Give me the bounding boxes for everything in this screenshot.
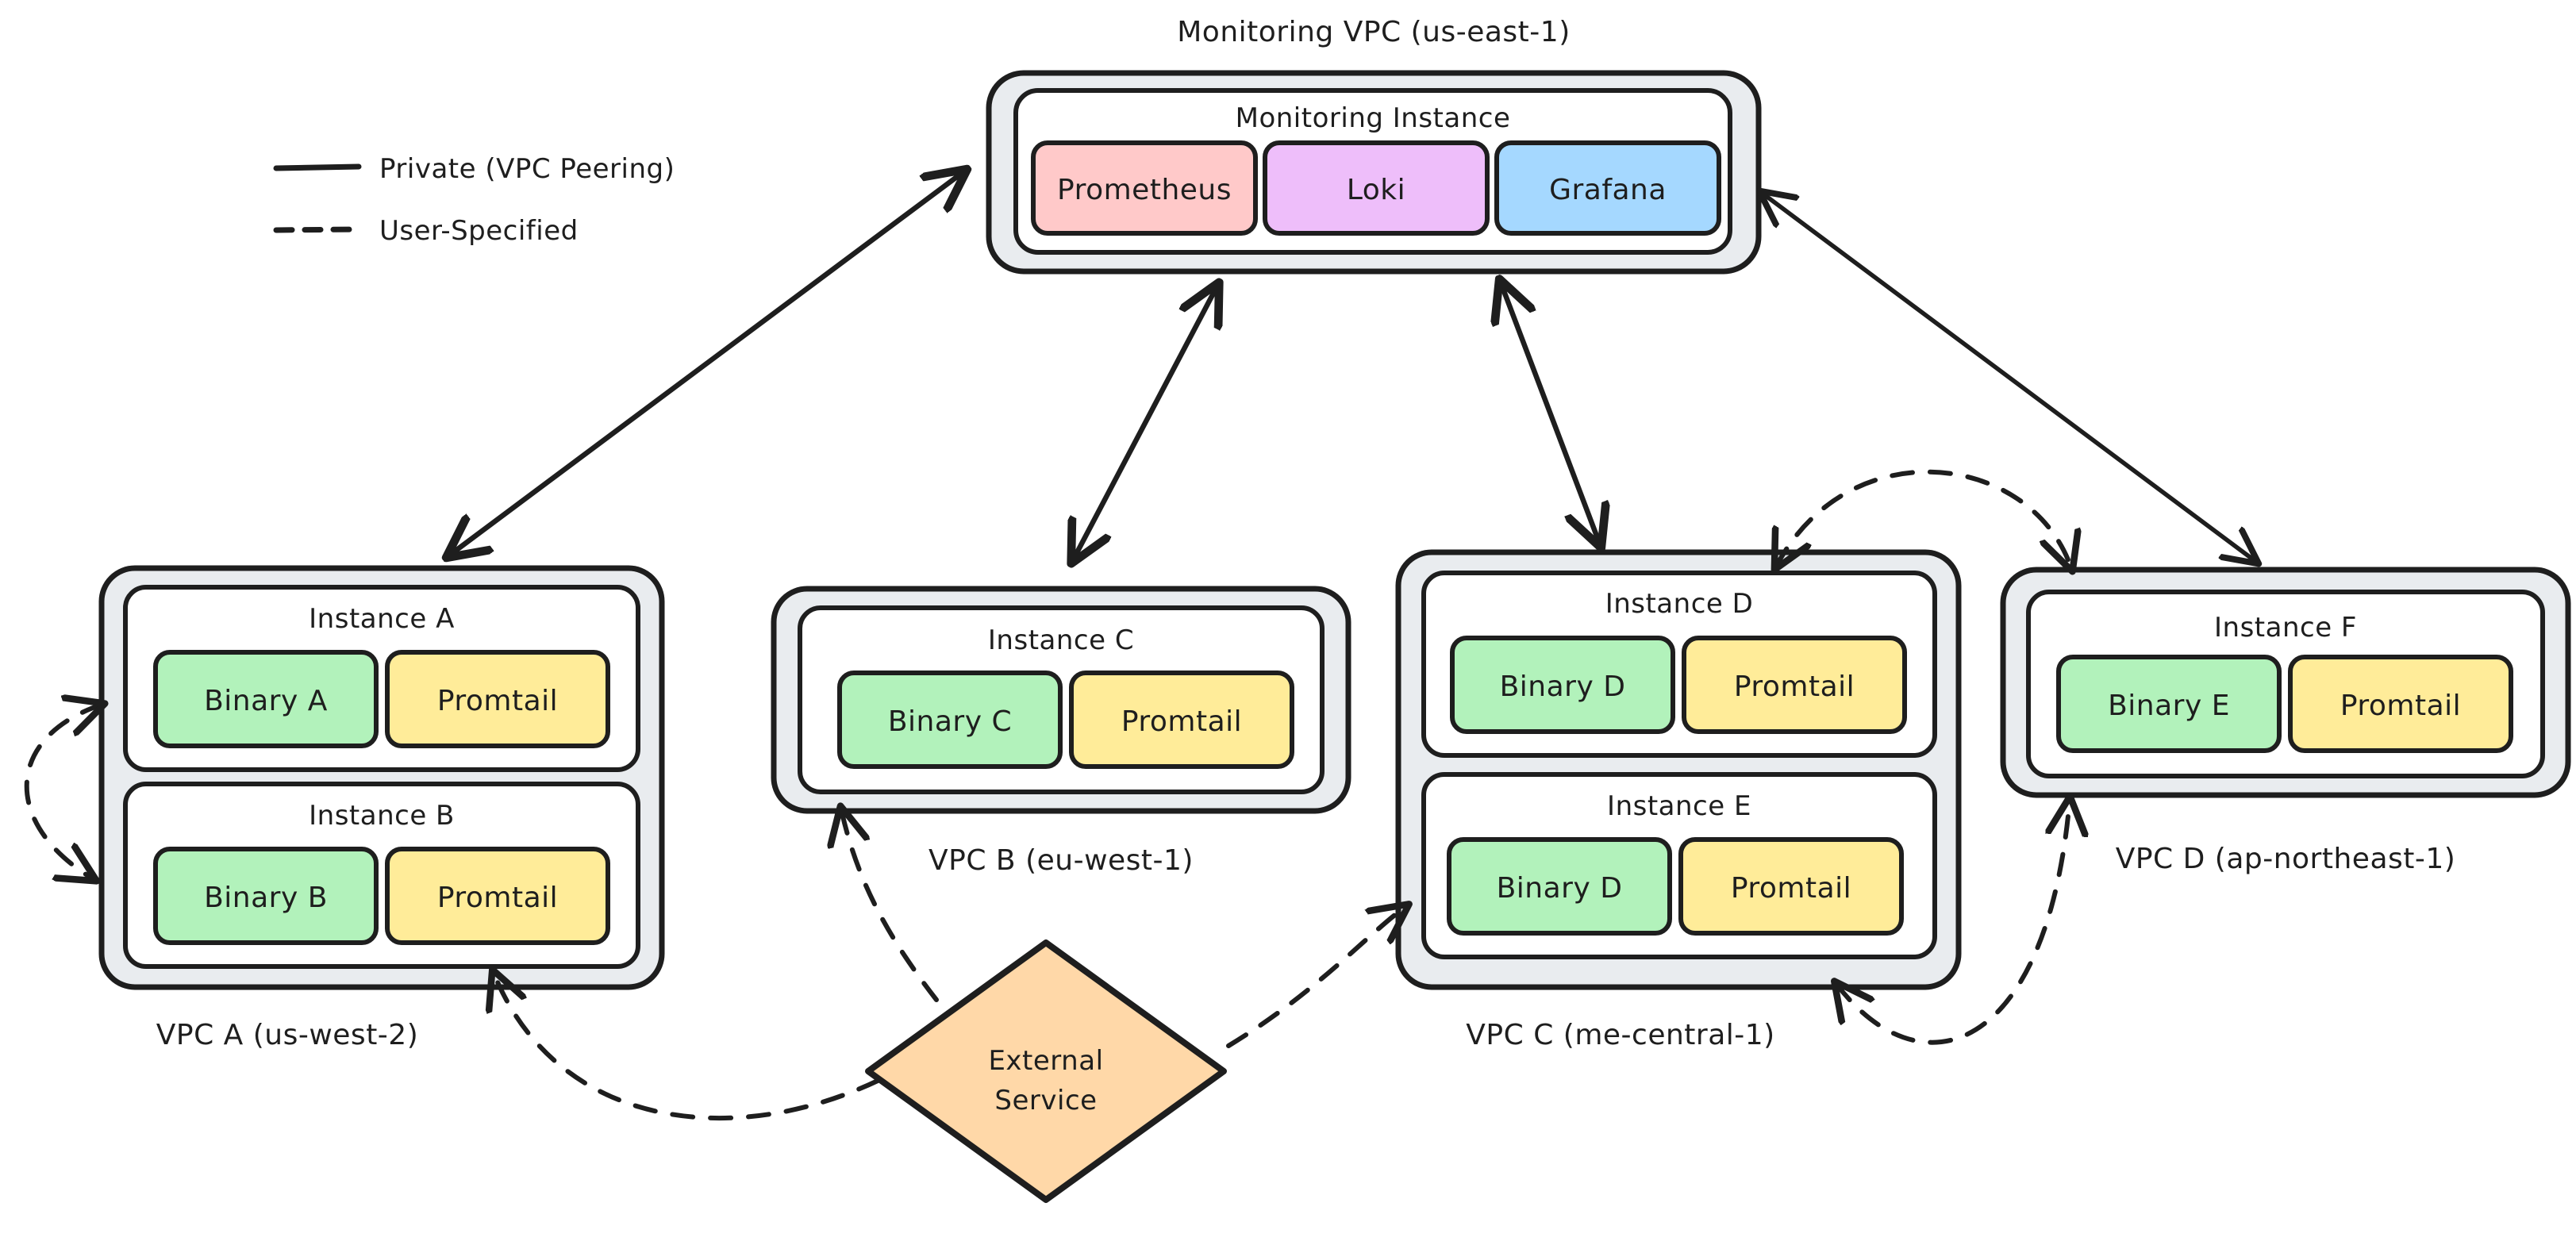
component-label-binary-e: Binary D [1497,872,1623,905]
instance-e-label: Instance E [1607,790,1751,822]
connection-instance-a-instance-b[interactable] [24,705,102,879]
component-box-binary-e[interactable] [1447,837,1672,936]
instance-b-label: Instance B [309,800,455,832]
monitoring-instance-label: Monitoring Instance [1236,102,1511,134]
vpc-d[interactable]: Instance F Binary E Promtail VPC D (ap-n… [2000,567,2571,875]
connection-vpc-d-monitoring[interactable] [1762,193,2256,562]
connection-vpc-d-vpc-c-bottom[interactable] [1836,800,2070,1045]
external-service-node[interactable]: External Service [865,940,1227,1203]
external-service-label-line2: Service [994,1085,1097,1116]
legend-label-user-specified: User-Specified [379,215,579,247]
vpc-b-label: VPC B (eu-west-1) [929,844,1194,877]
component-label-promtail-a: Promtail [437,685,558,717]
vpc-c[interactable]: Instance D Binary D Promtail Instance E … [1395,549,1962,1051]
instance-d-label: Instance D [1605,588,1754,620]
service-box-grafana[interactable] [1494,140,1721,236]
component-label-binary-f: Binary E [2108,690,2230,722]
component-box-binary-b[interactable] [153,847,379,945]
connection-vpc-c-monitoring[interactable] [1501,282,1600,544]
component-box-binary-f[interactable] [2056,655,2282,753]
component-box-binary-c[interactable] [837,671,1063,769]
component-label-binary-a: Binary A [204,685,328,717]
component-box-promtail-f[interactable] [2288,655,2513,753]
monitoring-vpc[interactable]: Monitoring VPC (us-east-1) Monitoring In… [986,16,1762,275]
component-box-promtail-b[interactable] [385,847,610,945]
connection-vpc-b-monitoring[interactable] [1073,286,1217,560]
legend-label-private: Private (VPC Peering) [379,153,675,185]
instance-c-label: Instance C [988,624,1134,656]
connection-external-vpc-b[interactable] [841,809,939,1002]
connection-external-vpc-c[interactable] [1226,906,1406,1048]
service-box-prometheus[interactable] [1031,140,1258,236]
connection-vpc-c-vpc-d-top[interactable] [1776,469,2071,568]
connections-solid [449,171,2256,562]
connections-dashed [24,469,2071,1121]
vpc-a[interactable]: Instance A Binary A Promtail Instance B … [98,565,665,1051]
legend-dashed-swatch [273,226,362,233]
connection-external-vpc-a[interactable] [494,973,880,1121]
vpc-c-label: VPC C (me-central-1) [1466,1019,1774,1051]
instance-a-label: Instance A [309,603,455,635]
component-box-promtail-a[interactable] [385,650,610,748]
component-box-binary-d[interactable] [1450,636,1675,734]
legend-solid-swatch [273,163,362,171]
component-label-binary-b: Binary B [204,882,328,914]
component-label-promtail-f: Promtail [2340,690,2461,722]
vpc-d-label: VPC D (ap-northeast-1) [2116,843,2456,875]
component-label-binary-d: Binary D [1500,671,1626,703]
legend: Private (VPC Peering) User-Specified [273,153,675,247]
component-label-binary-c: Binary C [888,705,1012,738]
service-box-loki[interactable] [1263,140,1490,236]
vpc-a-label: VPC A (us-west-2) [156,1019,419,1051]
component-box-promtail-d[interactable] [1682,636,1907,734]
service-label-prometheus: Prometheus [1057,174,1232,206]
component-box-binary-a[interactable] [153,650,379,748]
component-label-promtail-d: Promtail [1734,671,1855,703]
service-label-grafana: Grafana [1549,174,1667,206]
component-label-promtail-e: Promtail [1731,872,1851,905]
external-service-diamond[interactable] [865,940,1227,1203]
vpc-b[interactable]: Instance C Binary C Promtail VPC B (eu-w… [771,586,1351,877]
service-label-loki: Loki [1347,174,1405,206]
monitoring-vpc-label: Monitoring VPC (us-east-1) [1177,16,1571,48]
component-box-promtail-c[interactable] [1069,671,1294,769]
component-label-promtail-b: Promtail [437,882,558,914]
component-label-promtail-c: Promtail [1121,705,1242,738]
external-service-label-line1: External [988,1045,1103,1077]
connection-vpc-a-monitoring[interactable] [449,171,964,555]
instance-f-label: Instance F [2214,612,2357,644]
